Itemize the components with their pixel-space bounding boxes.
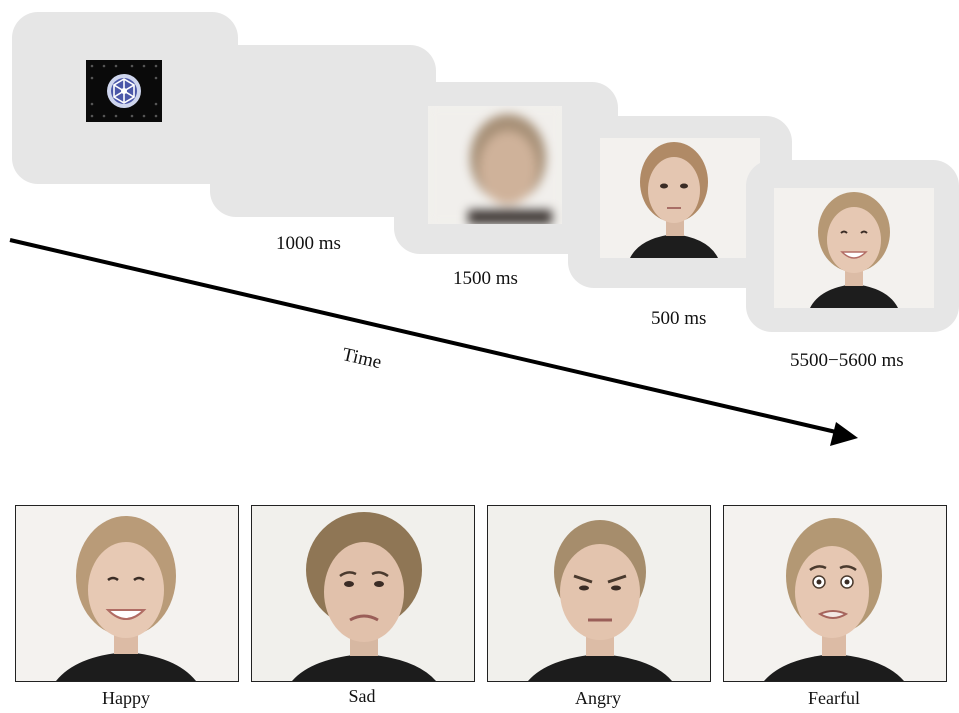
emotion-photo-sad: [251, 505, 475, 682]
emotion-photo-happy: [15, 505, 239, 682]
blurred-face-image: [428, 106, 562, 224]
time-axis-label: Time: [340, 344, 384, 374]
fixation-screen: [12, 12, 238, 184]
emotion-caption-happy: Happy: [102, 688, 150, 708]
emotion-caption-fearful: Fearful: [808, 688, 860, 708]
emotion-caption-angry: Angry: [575, 688, 621, 708]
neutral-face-image: [600, 138, 760, 258]
duration-label-neutral: 500 ms: [651, 308, 707, 329]
fixation-pattern-icon: [86, 60, 162, 122]
target-face-screen: [746, 160, 959, 332]
duration-label-blank: 1000 ms: [276, 233, 341, 254]
emotion-photo-fearful: [723, 505, 947, 682]
duration-label-target: 5500−5600 ms: [790, 350, 904, 371]
emotion-photo-angry: [487, 505, 711, 682]
target-face-image: [774, 188, 934, 308]
emotion-caption-sad: Sad: [348, 686, 376, 706]
duration-label-blurred: 1500 ms: [453, 268, 518, 289]
